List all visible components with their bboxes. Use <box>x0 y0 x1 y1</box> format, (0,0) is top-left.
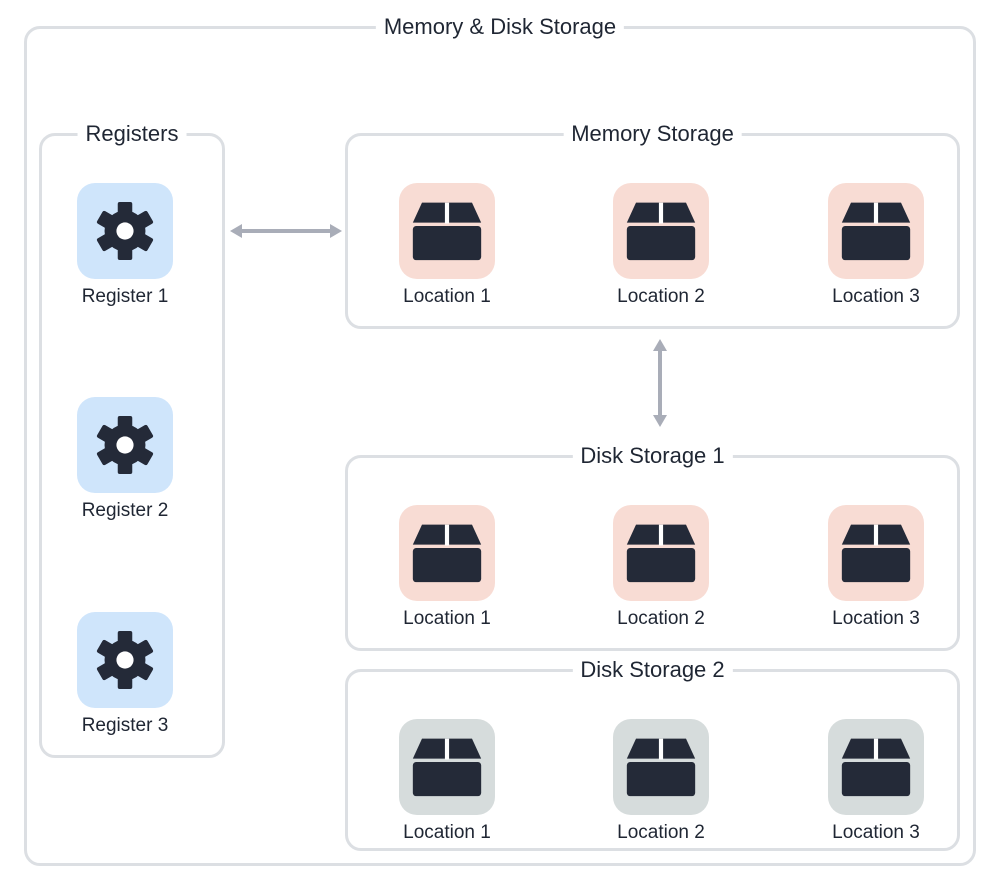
disk1-location-tile <box>613 505 709 601</box>
register-label: Register 1 <box>81 286 169 307</box>
disk1-location-tile <box>828 505 924 601</box>
box-icon <box>626 737 696 797</box>
disk1-location-tile <box>399 505 495 601</box>
memory-location-tile <box>613 183 709 279</box>
memory-location-node: Location 2 <box>591 183 731 309</box>
memory-location-tile <box>828 183 924 279</box>
disk-storage-2-group: Disk Storage 2 <box>345 656 960 851</box>
box-icon <box>412 523 482 583</box>
disk-storage-2-title: Disk Storage 2 <box>572 656 733 684</box>
disk1-location-label: Location 1 <box>403 608 491 629</box>
disk1-location-node: Location 1 <box>377 505 517 631</box>
memory-location-node: Location 1 <box>377 183 517 309</box>
disk1-location-node: Location 3 <box>806 505 946 631</box>
box-icon <box>841 737 911 797</box>
disk-storage-1-title: Disk Storage 1 <box>572 442 733 470</box>
disk2-location-node: Location 1 <box>377 719 517 845</box>
box-icon <box>841 201 911 261</box>
disk2-location-label: Location 3 <box>832 822 920 843</box>
disk2-location-tile <box>828 719 924 815</box>
register-label: Register 3 <box>81 715 169 736</box>
register-tile <box>77 183 173 279</box>
box-icon <box>412 201 482 261</box>
disk2-location-node: Location 2 <box>591 719 731 845</box>
disk2-location-node: Location 3 <box>806 719 946 845</box>
gear-icon <box>92 627 158 693</box>
disk1-location-node: Location 2 <box>591 505 731 631</box>
box-icon <box>626 201 696 261</box>
disk2-location-tile <box>613 719 709 815</box>
memory-storage-title: Memory Storage <box>563 120 742 148</box>
gear-icon <box>92 412 158 478</box>
disk1-location-label: Location 3 <box>832 608 920 629</box>
registers-memory-arrow <box>230 224 342 238</box>
disk-storage-1-group: Disk Storage 1 <box>345 442 960 651</box>
register-label: Register 2 <box>81 500 169 521</box>
memory-location-label: Location 3 <box>832 286 920 307</box>
register-node: Register 3 <box>55 612 195 738</box>
disk1-location-label: Location 2 <box>617 608 705 629</box>
disk2-location-tile <box>399 719 495 815</box>
disk2-location-label: Location 1 <box>403 822 491 843</box>
register-tile <box>77 397 173 493</box>
memory-disk-storage-group: Memory & Disk Storage <box>24 13 976 866</box>
registers-group: Registers <box>39 120 225 758</box>
memory-disk-storage-title: Memory & Disk Storage <box>375 13 625 41</box>
gear-icon <box>92 198 158 264</box>
registers-title: Registers <box>77 120 187 148</box>
register-node: Register 1 <box>55 183 195 309</box>
memory-location-label: Location 1 <box>403 286 491 307</box>
box-icon <box>626 523 696 583</box>
memory-location-node: Location 3 <box>806 183 946 309</box>
box-icon <box>412 737 482 797</box>
memory-storage-group: Memory Storage <box>345 120 960 329</box>
memory-location-tile <box>399 183 495 279</box>
register-tile <box>77 612 173 708</box>
disk2-location-label: Location 2 <box>617 822 705 843</box>
box-icon <box>841 523 911 583</box>
memory-disk-arrow <box>653 339 667 427</box>
memory-location-label: Location 2 <box>617 286 705 307</box>
register-node: Register 2 <box>55 397 195 523</box>
